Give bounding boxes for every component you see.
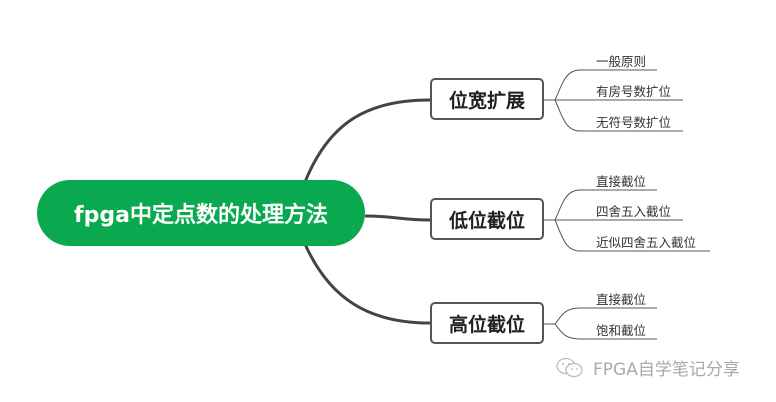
leaf-line (554, 219, 710, 252)
leaf-line (554, 323, 657, 340)
watermark-text: FPGA自学笔记分享 (593, 360, 740, 380)
leaf-node[interactable]: 一般原则 (596, 54, 647, 69)
leaf-line (554, 99, 683, 132)
leaf-node[interactable]: 近似四舍五入截位 (596, 235, 697, 250)
topic-node-low-truncation[interactable]: 低位截位 (430, 198, 544, 240)
wechat-icon (556, 357, 583, 377)
leaf-node[interactable]: 四舍五入截位 (596, 204, 672, 219)
leaf-line (544, 307, 657, 325)
leaf-node[interactable]: 有房号数扩位 (596, 84, 672, 99)
connector-root-topic3 (303, 243, 431, 325)
leaf-node[interactable]: 饱和截位 (596, 323, 647, 338)
leaf-node[interactable]: 无符号数扩位 (596, 115, 672, 130)
connector-root-topic1 (303, 98, 431, 183)
topic-node-high-truncation[interactable]: 高位截位 (430, 302, 544, 344)
leaf-node[interactable]: 直接截位 (596, 174, 647, 189)
watermark: FPGA自学笔记分享 (555, 355, 740, 380)
root-node[interactable]: fpga中定点数的处理方法 (37, 180, 365, 246)
leaf-node[interactable]: 直接截位 (596, 292, 647, 307)
connector-root-topic2 (364, 214, 431, 222)
topic-node-bit-extension[interactable]: 位宽扩展 (430, 78, 544, 120)
